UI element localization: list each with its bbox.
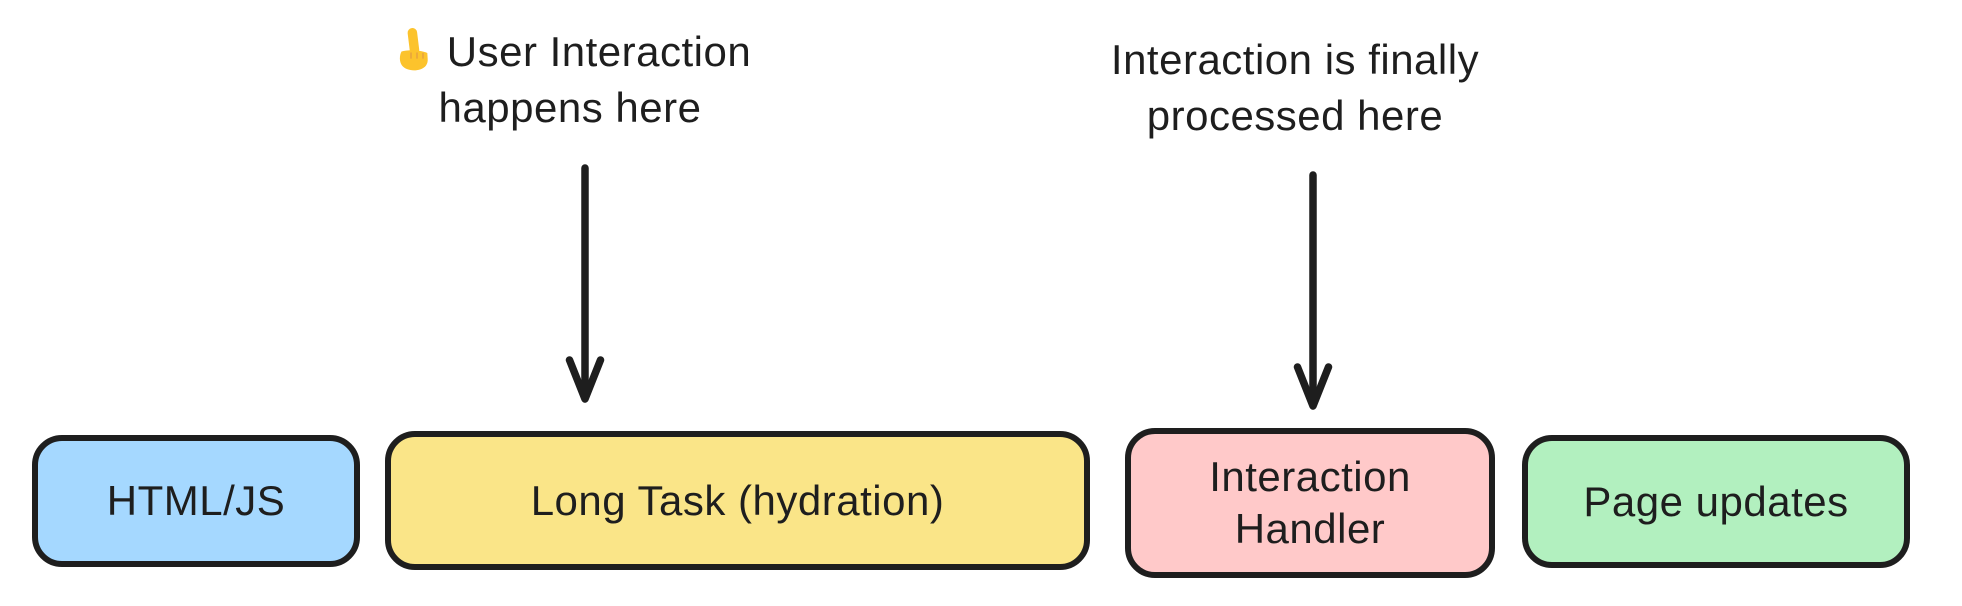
annotation-interaction-processed-line2: processed here bbox=[1146, 92, 1444, 139]
box-long-task-hydration-label: Long Task (hydration) bbox=[530, 476, 945, 524]
emoji-knuckle-lines bbox=[409, 52, 424, 59]
down-arrow-to-interaction-handler bbox=[1293, 171, 1333, 410]
box-interaction-handler-label: Interaction Handler bbox=[1209, 453, 1411, 552]
down-arrow-to-long-task bbox=[565, 164, 605, 403]
box-page-updates-label: Page updates bbox=[1583, 477, 1849, 525]
annotation-interaction-processed: Interaction is finally processed here bbox=[1045, 32, 1545, 144]
box-interaction-handler: Interaction Handler bbox=[1125, 428, 1495, 578]
annotation-user-interaction-line1: User Interaction bbox=[320, 24, 820, 80]
box-page-updates: Page updates bbox=[1522, 435, 1910, 568]
box-html-js: HTML/JS bbox=[32, 435, 360, 567]
annotation-user-interaction: User Interaction happens here bbox=[320, 24, 820, 136]
pointing-up-emoji-icon bbox=[399, 28, 428, 71]
annotation-user-interaction-line2: happens here bbox=[438, 84, 702, 131]
annotation-text: User Interaction bbox=[446, 28, 752, 75]
box-long-task-hydration: Long Task (hydration) bbox=[385, 431, 1090, 570]
annotation-interaction-processed-line1: Interaction is finally bbox=[1110, 36, 1480, 83]
box-html-js-label: HTML/JS bbox=[106, 477, 286, 524]
